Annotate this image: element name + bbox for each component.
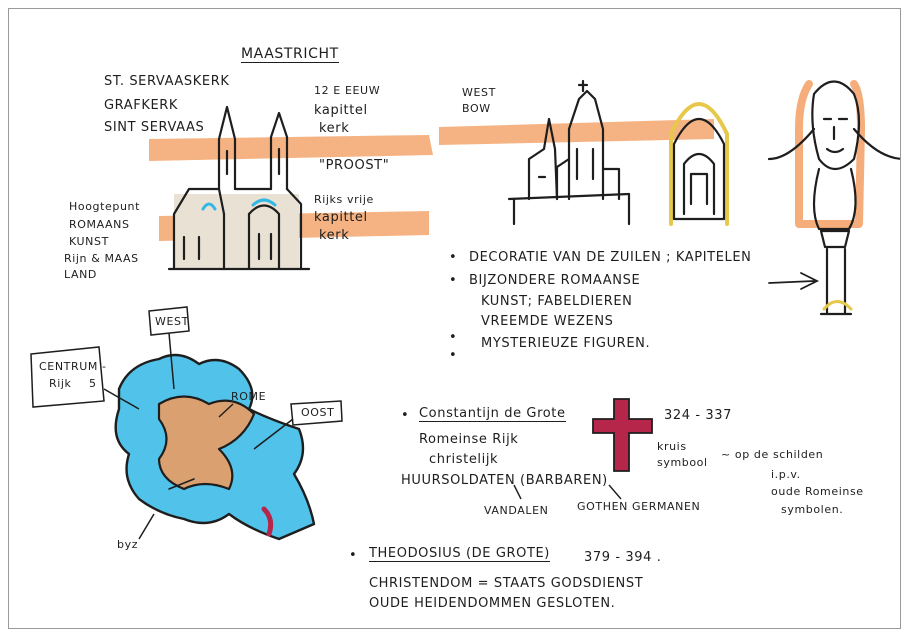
bullet-mysterieuze: MYSTERIEUZE FIGUREN. — [481, 336, 651, 351]
constantijn-gothen: GOTHEN GERMANEN — [577, 500, 701, 513]
symbolen-label: symbolen. — [781, 503, 844, 516]
label-romaans: ROMAANS — [69, 218, 130, 231]
page-title: MAASTRICHT — [241, 46, 339, 63]
label-kerk-2: kerk — [319, 228, 350, 243]
map-label-small: byz — [117, 538, 139, 551]
cross-sketch — [592, 398, 653, 472]
church-sketch — [167, 105, 311, 271]
label-rijn-maas: Rijn & MAAS — [64, 252, 139, 265]
bullet-dot: • — [349, 548, 358, 563]
westbow-sketch — [507, 79, 631, 226]
map-sketch — [114, 353, 316, 541]
map-label-oost: OOST — [301, 406, 335, 419]
map-label-5: 5 — [89, 377, 97, 390]
map-callouts — [30, 306, 343, 540]
map-label-rijk: Rijk — [49, 377, 72, 390]
bullet-dot: • — [449, 330, 458, 345]
bullet-dot: • — [449, 250, 458, 265]
bullet-romaanse: BIJZONDERE ROMAANSE — [469, 273, 641, 288]
label-rijks-vrije: Rijks vrije — [314, 193, 374, 206]
orange-band-top-left — [149, 135, 433, 161]
label-proost: "PROOST" — [319, 158, 390, 173]
oude-romeinse-label: oude Romeinse — [771, 485, 864, 498]
constantijn-rijk: Romeinse Rijk — [419, 432, 519, 447]
map-label-centrum: CENTRUM - — [39, 360, 107, 373]
label-bow: BOW — [462, 102, 491, 115]
map-label-rome: ROME — [231, 390, 267, 403]
label-land: LAND — [64, 268, 98, 281]
constantijn-christelijk: christelijk — [429, 452, 499, 467]
label-grafkerk: GRAFKERK — [104, 98, 179, 113]
map-label-west: WEST — [155, 315, 189, 328]
label-kapittel: kapittel — [314, 103, 368, 118]
label-kunst: KUNST — [69, 235, 109, 248]
sketch-drawings — [30, 79, 900, 541]
label-west: WEST — [462, 86, 496, 99]
theodosius-staatsgodsdienst: CHRISTENDOM = STAATS GODSDIENST — [369, 576, 644, 591]
theodosius-name: THEODOSIUS (DE GROTE) — [369, 546, 550, 562]
bullet-fabeldieren: KUNST; FABELDIEREN — [481, 294, 633, 309]
label-sint-servaas: SINT SERVAAS — [104, 120, 205, 135]
bullet-vreemde-wezens: VREEMDE WEZENS — [481, 314, 614, 329]
kruis-label: kruis — [657, 440, 687, 453]
constantijn-dates: 324 - 337 — [664, 408, 732, 423]
constantijn-name: Constantijn de Grote — [419, 406, 566, 422]
ipv-label: i.p.v. — [771, 468, 801, 481]
constantijn-bracket — [513, 484, 622, 500]
theodosius-dates: 379 - 394 . — [584, 550, 662, 565]
sketch-page: MAASTRICHT ST. SERVAASKERK GRAFKERK SINT… — [8, 8, 901, 629]
label-hoogtepunt: Hoogtepunt — [69, 200, 141, 213]
label-st-servaaskerk: ST. SERVAASKERK — [104, 74, 230, 89]
symbool-label: symbool — [657, 456, 708, 469]
bullet-dot: • — [449, 273, 458, 288]
constantijn-vandalen: VANDALEN — [484, 504, 549, 517]
label-kapittel-2: kapittel — [314, 210, 368, 225]
orange-band-top-right — [439, 119, 714, 145]
bullet-decoratie: DECORATIE VAN DE ZUILEN ; KAPITELEN — [469, 250, 752, 265]
theodosius-gesloten: OUDE HEIDENDOMMEN GESLOTEN. — [369, 596, 616, 611]
constantijn-huursoldaten: HUURSOLDATEN (BARBAREN) — [401, 473, 608, 488]
bullet-dot: • — [449, 348, 458, 363]
label-kerk: kerk — [319, 121, 350, 136]
arrow-to-column — [768, 272, 820, 290]
bullet-dot: • — [401, 408, 410, 423]
schilden-label: ~ op de schilden — [721, 448, 824, 461]
arch-sketch — [669, 102, 729, 226]
label-12e-eeuw: 12 E EEUW — [314, 84, 381, 97]
figure-column-sketch — [767, 80, 900, 316]
